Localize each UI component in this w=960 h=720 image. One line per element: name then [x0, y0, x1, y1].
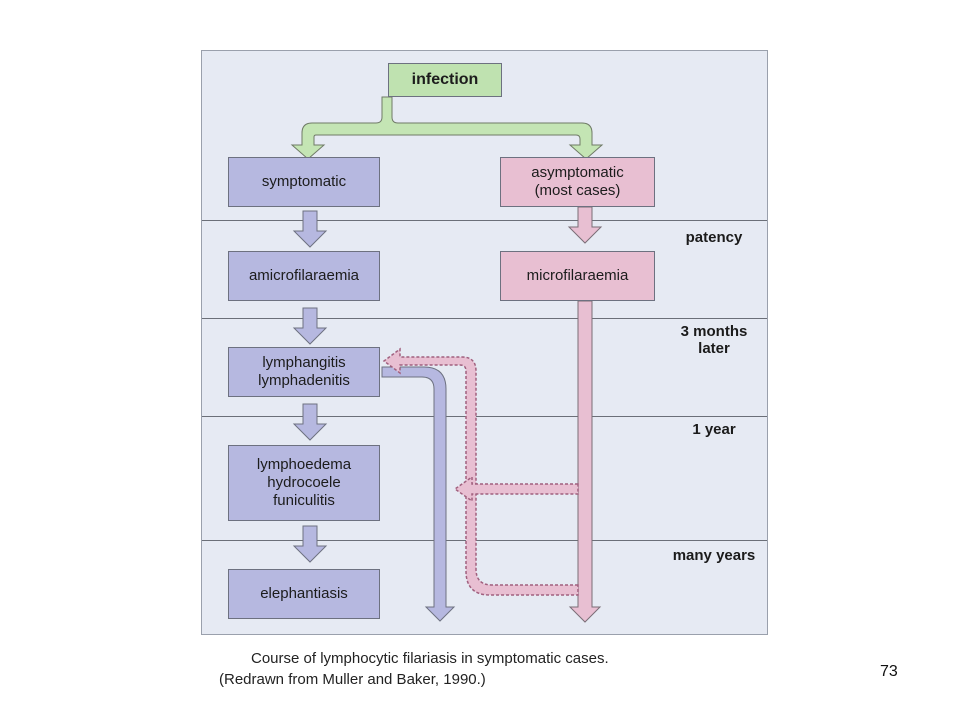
stage-divider-1-year [202, 416, 767, 417]
stage-label-3-months: 3 months later [680, 323, 748, 357]
figure-caption: Course of lymphocytic filariasis in symp… [219, 648, 609, 690]
stage-divider-patency [202, 220, 767, 221]
stage-label-patency: patency [685, 229, 743, 246]
caption-line-1: Course of lymphocytic filariasis in symp… [251, 650, 609, 667]
lymphangitis-node: lymphangitis lymphadenitis [228, 347, 380, 397]
asymptomatic-node: asymptomatic (most cases) [500, 157, 655, 207]
stage-label-many-years: many years [672, 547, 756, 564]
blue-down-arrows [292, 210, 328, 563]
infection-node: infection [388, 63, 502, 97]
stage-divider-many-years [202, 540, 767, 541]
stage-label-1-year: 1 year [692, 421, 736, 438]
symptomatic-node: symptomatic [228, 157, 380, 207]
pink-arrows [567, 206, 603, 623]
pink-dashed-arrows [382, 347, 579, 596]
diagram-panel: infection symptomatic asymptomatic (most… [201, 50, 768, 635]
microfilaraemia-node: microfilaraemia [500, 251, 655, 301]
amicrofilaraemia-node: amicrofilaraemia [228, 251, 380, 301]
flow-arrows [290, 96, 604, 623]
page-number: 73 [880, 663, 898, 680]
lymphangitis-progression-arrow [381, 366, 456, 622]
infection-split-arrow [290, 96, 604, 160]
stage-divider-3-months [202, 318, 767, 319]
caption-line-2: (Redrawn from Muller and Baker, 1990.) [219, 671, 486, 688]
lymphoedema-node: lymphoedema hydrocoele funiculitis [228, 445, 380, 521]
elephantiasis-node: elephantiasis [228, 569, 380, 619]
